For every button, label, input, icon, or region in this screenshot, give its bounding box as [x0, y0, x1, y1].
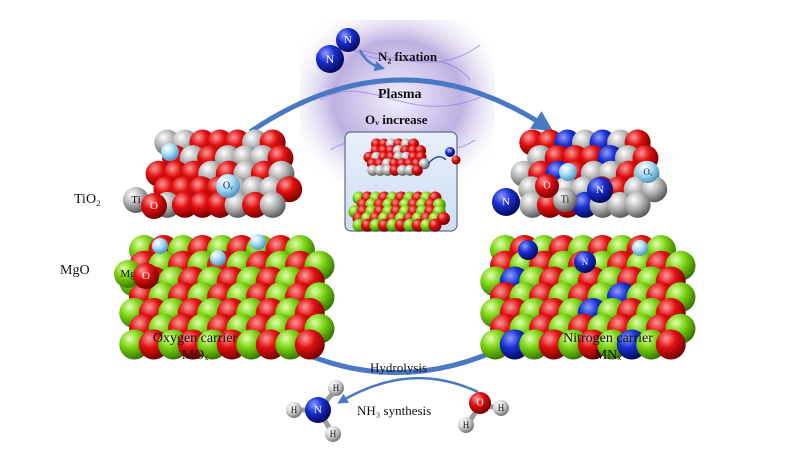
h-atom	[493, 400, 509, 416]
o-atom-label: O	[150, 200, 158, 212]
o-atom-label: O	[543, 181, 550, 192]
oxygen-vacancy	[216, 174, 240, 198]
oxygen-vacancy	[161, 143, 179, 161]
h-atom	[458, 417, 474, 433]
hydrolysis-arrow	[337, 376, 479, 404]
o-atom	[655, 329, 686, 360]
h-atom-label: H	[463, 420, 470, 430]
h-atom-label: H	[291, 405, 298, 415]
o-atom	[469, 392, 491, 414]
ov-increase-label: Oᵥ increase	[365, 112, 428, 127]
n-atom	[574, 251, 596, 273]
ti-atom	[553, 188, 577, 212]
o-atom	[141, 193, 167, 219]
n2-fixation-arrow	[358, 49, 386, 72]
n-atom-label: N	[326, 52, 335, 66]
n-atom	[316, 45, 344, 73]
h2o-molecule: H H O	[458, 392, 509, 433]
ti-atom-label: Ti	[131, 194, 140, 206]
o-atom	[276, 176, 303, 203]
n-atom-label: N	[596, 184, 604, 196]
n-atom	[445, 147, 455, 157]
h-atom-label: H	[330, 429, 337, 439]
n2-fixation-label: N₂ fixation	[378, 49, 438, 64]
oxygen-vacancy	[637, 161, 659, 183]
o-atom-label: O	[142, 270, 150, 282]
oxygen-vacancy	[559, 163, 577, 181]
plasma-label: Plasma	[378, 87, 422, 102]
nh3-molecule: H H H N	[286, 380, 344, 442]
inset-curl-arrow	[427, 156, 447, 165]
h-atom-label: H	[333, 383, 340, 393]
o-atom-label: O	[476, 398, 483, 409]
n-atom	[518, 240, 538, 260]
mg-atom-label: Mg	[120, 268, 136, 280]
o-atom	[294, 329, 325, 360]
oxygen-carrier-label: Oxygen carrier	[152, 331, 238, 346]
n-atom-label: N	[314, 404, 322, 416]
n-atom-label: N	[344, 34, 352, 46]
oxygen-vacancy-label: Oᵥ	[643, 167, 652, 177]
nh3-synthesis-label: NH₃ synthesis	[357, 403, 432, 418]
n-atom	[305, 397, 331, 423]
nitrogen-carrier-label: Nitrogen carrier	[563, 331, 653, 346]
oxygen-vacancy	[250, 234, 266, 250]
mnx-formula: MNₓ	[594, 348, 622, 363]
ti-atom	[259, 191, 286, 218]
o-atom	[535, 174, 559, 198]
inset-cluster: N	[348, 138, 461, 232]
h-atom	[325, 426, 341, 442]
upper-cycle-arrow	[248, 77, 554, 135]
n-atom	[336, 28, 360, 52]
tio2-label: TiO₂	[74, 192, 101, 207]
mgo-label: MgO	[60, 263, 90, 278]
o-atom	[451, 155, 461, 165]
n-atom-label: N	[502, 196, 510, 208]
h-atom-label: H	[498, 403, 505, 413]
h-atom	[286, 402, 302, 418]
n2-molecule: NN	[316, 28, 386, 73]
o-atom	[411, 164, 423, 176]
oxygen-vacancy	[632, 240, 648, 256]
n-atom	[587, 177, 613, 203]
mox-formula: MOₓ	[181, 348, 209, 363]
ti-atom-label: Ti	[561, 195, 570, 206]
oxygen-vacancy	[152, 238, 168, 254]
nitrogen-carrier-cluster: N N Ti O OᵥN	[480, 129, 696, 360]
oxygen-vacancy-label: Oᵥ	[223, 181, 233, 192]
n-atom-label: N	[448, 150, 452, 155]
o-atom	[428, 218, 442, 232]
oxygen-vacancy	[210, 250, 226, 266]
n-atom-label: N	[582, 257, 589, 267]
h-atom	[328, 380, 344, 396]
ti-atom	[624, 191, 651, 218]
o-atom	[133, 263, 159, 289]
ti-atom	[418, 158, 430, 170]
n-atom	[492, 188, 520, 216]
hydrolysis-label: Hydrolysis	[370, 360, 428, 375]
